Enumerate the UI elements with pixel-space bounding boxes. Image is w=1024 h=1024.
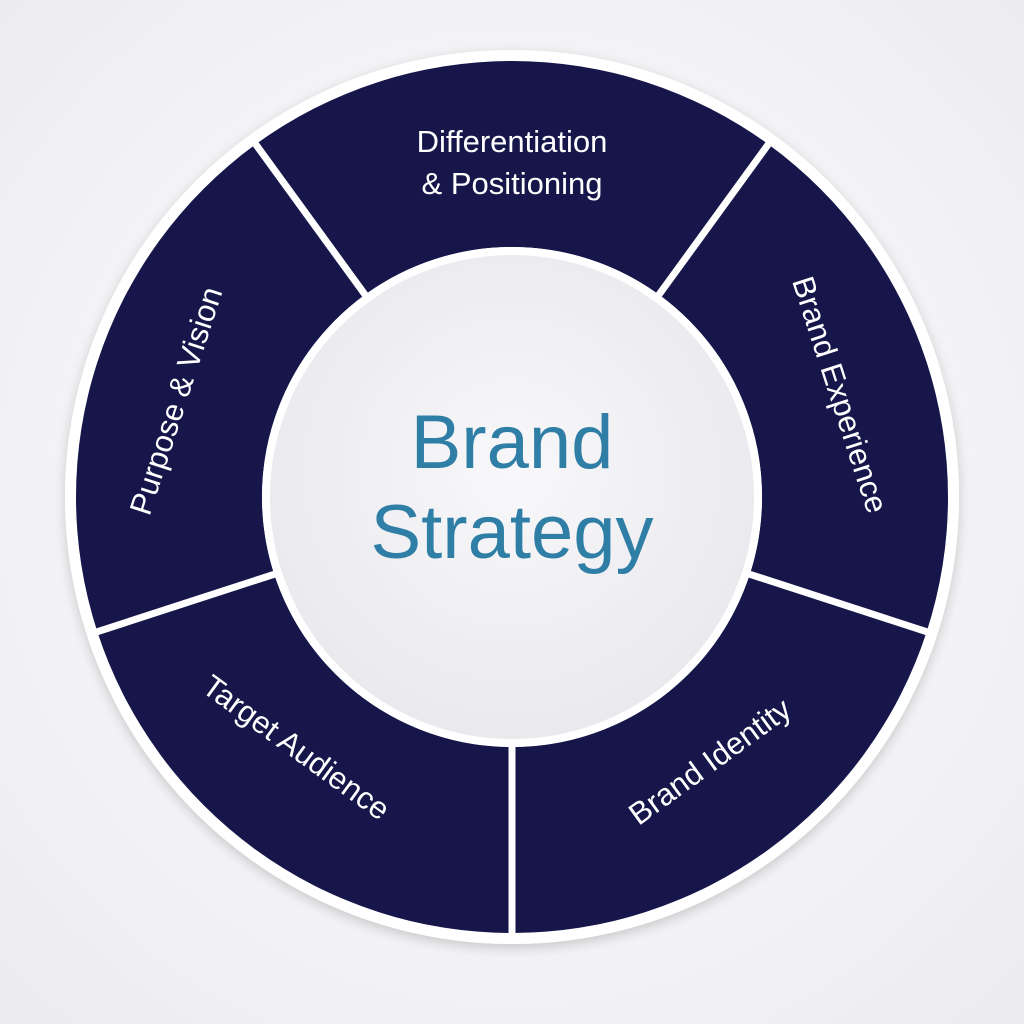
center-title-line2: Strategy <box>370 490 653 575</box>
segment-separator <box>653 137 775 301</box>
segment-brand-experience <box>658 144 948 632</box>
segment-ring <box>75 60 948 933</box>
center-circle <box>262 247 762 747</box>
segment-target-audience <box>97 574 512 933</box>
segment-separator <box>744 569 934 637</box>
segment-separators <box>90 137 934 939</box>
segment-separator <box>90 569 280 637</box>
segment-purpose-vision <box>75 144 366 632</box>
segment-separator <box>249 137 371 301</box>
segment-label-differentiation-line2: & Positioning <box>422 166 603 201</box>
segment-differentiation <box>255 60 769 295</box>
center-title-line1: Brand <box>411 400 614 485</box>
segment-brand-identity <box>512 574 927 933</box>
segment-label-differentiation-line1: Differentiation <box>417 124 608 159</box>
